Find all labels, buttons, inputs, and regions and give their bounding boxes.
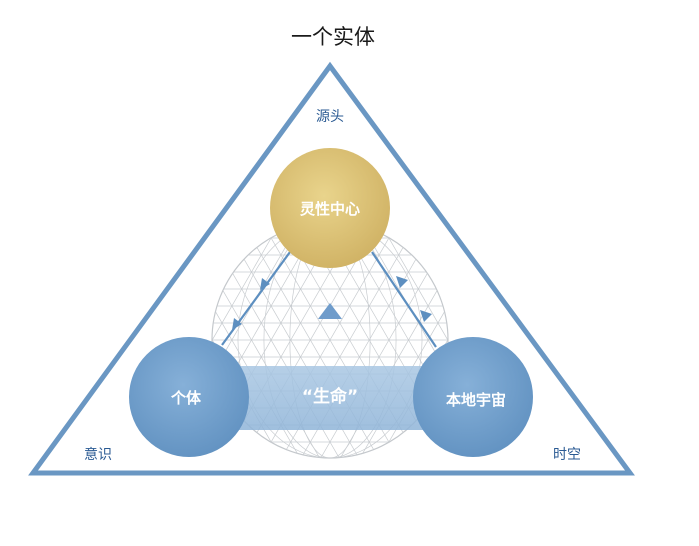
arrow-head-right-upper: [396, 276, 408, 288]
diagram-title: 一个实体: [291, 25, 375, 49]
corner-label-consciousness: 意识: [84, 446, 112, 463]
outer-triangle: [28, 61, 635, 476]
sphere-meridian: [263, 222, 397, 458]
spirit-center-node: [270, 148, 390, 268]
sphere-mesh-line: [313, 261, 435, 458]
corner-label-spacetime: 时空: [553, 447, 581, 463]
center-triangle-icon: [318, 303, 342, 319]
arrow-to-local-universe: [371, 251, 437, 348]
local-universe-node: [413, 337, 533, 457]
life-label: “生命”: [302, 386, 358, 407]
life-band: [188, 366, 480, 430]
sphere-mesh-line: [212, 222, 302, 394]
arrow-head-left-upper: [260, 278, 270, 290]
arrow-to-individual: [221, 251, 291, 346]
sphere-mesh-line: [225, 261, 347, 458]
local-universe-label: 本地宇宙: [446, 391, 506, 409]
sphere-meridian: [237, 222, 423, 458]
spirit-center-label: 灵性中心: [300, 200, 360, 218]
sphere-meridian: [289, 222, 371, 458]
individual-label: 个体: [170, 389, 202, 407]
corner-label-source: 源头: [316, 109, 344, 125]
arrow-head-left-lower: [232, 318, 242, 330]
individual-node: [129, 337, 249, 457]
arrow-head-right-lower: [420, 310, 432, 322]
